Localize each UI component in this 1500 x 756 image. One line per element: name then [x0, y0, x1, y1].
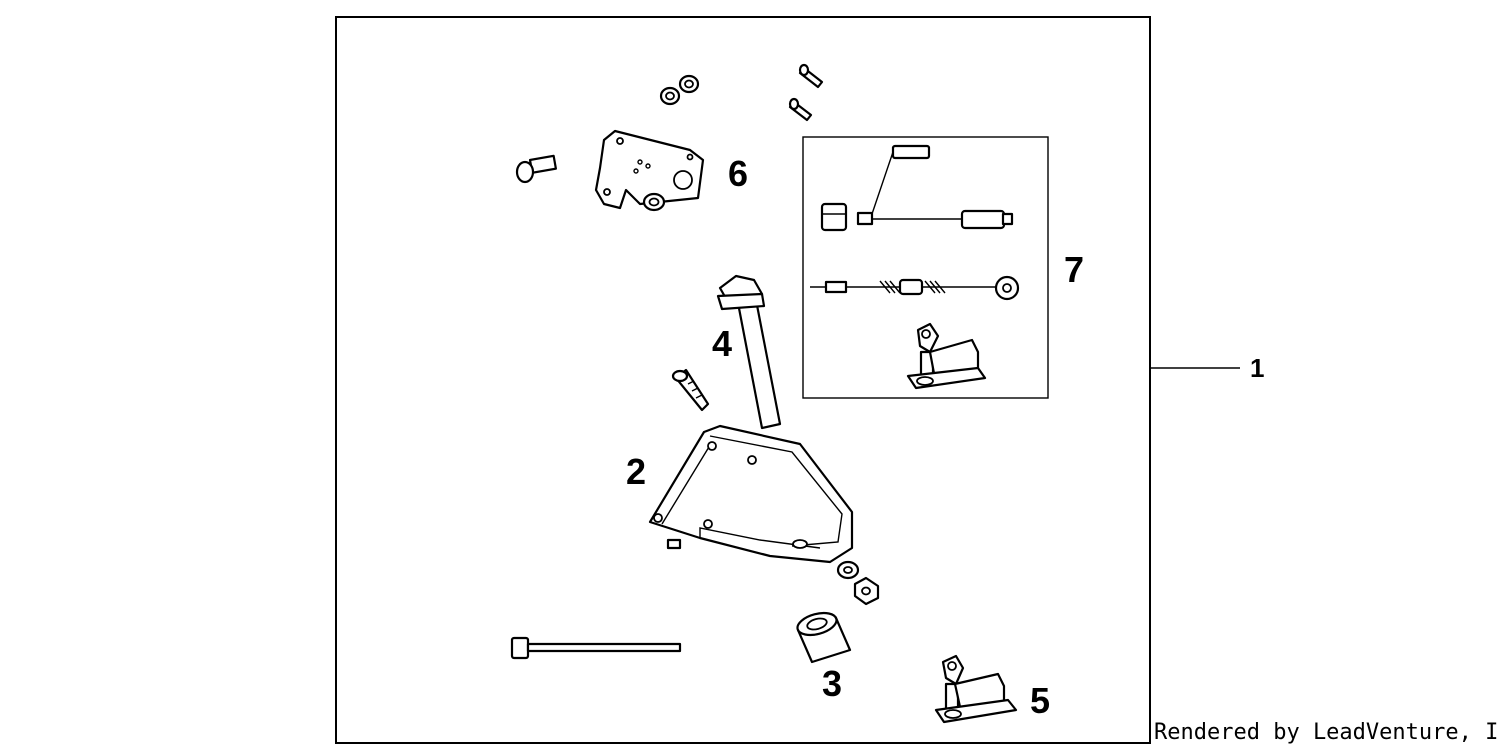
callout-plate[interactable]: 6: [728, 153, 748, 194]
part-plate-group[interactable]: [515, 63, 824, 212]
washer-pair: [659, 74, 700, 106]
callout-cable-kit[interactable]: 7: [1064, 249, 1084, 290]
part-spacer-group[interactable]: [795, 609, 852, 664]
callout-kit[interactable]: 1: [1250, 353, 1264, 383]
callout-cable-mount[interactable]: 5: [1030, 680, 1050, 721]
callout-spacer[interactable]: 3: [822, 663, 842, 704]
render-credit: Rendered by LeadVenture, Inc.: [1154, 720, 1500, 745]
part-bracket-group[interactable]: [648, 424, 854, 564]
part-cable-kit-group[interactable]: [810, 144, 1020, 390]
small-screw-pair: [788, 63, 824, 122]
mounting-plate: [594, 129, 705, 210]
plate-bolt: [515, 154, 557, 184]
part-bolt-group[interactable]: [716, 274, 782, 430]
callout-bolt[interactable]: 4: [712, 323, 732, 364]
diagram-frame: [335, 16, 1151, 744]
washer-nut-pair: [836, 560, 880, 606]
countersunk-screw: [671, 368, 710, 412]
part-cable-mount-group[interactable]: [934, 654, 1018, 724]
callout-bracket[interactable]: 2: [626, 451, 646, 492]
cable-kit-inset-frame: [802, 136, 1049, 399]
long-pin: [510, 636, 682, 660]
